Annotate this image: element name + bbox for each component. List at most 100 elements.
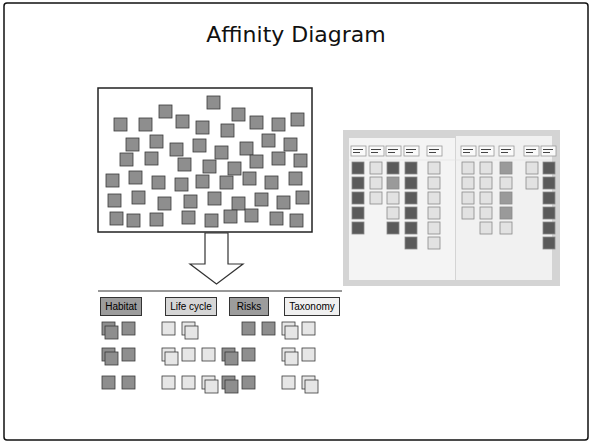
sticky-note: [242, 376, 255, 389]
category-header: Taxonomy: [284, 297, 340, 316]
photo-note: [387, 192, 399, 204]
wall-photo: [343, 130, 560, 286]
scattered-notes: [106, 96, 309, 227]
sticky-note: [294, 154, 307, 167]
sticky-note: [305, 380, 318, 393]
photo-scribble: [543, 149, 553, 150]
sticky-note: [126, 138, 139, 151]
photo-note: [480, 207, 492, 219]
photo-note: [526, 177, 538, 189]
photo-note: [370, 192, 382, 204]
photo-note: [462, 207, 474, 219]
photo-note: [387, 207, 399, 219]
sticky-note: [232, 197, 245, 210]
photo-note: [462, 162, 474, 174]
sticky-note: [122, 322, 135, 335]
sticky-note: [202, 348, 215, 361]
photo-scribble: [353, 152, 360, 153]
photo-scribble: [371, 152, 378, 153]
photo-scribble: [543, 152, 550, 153]
sticky-note: [240, 142, 253, 155]
paper-sheet: [456, 136, 552, 280]
sticky-note: [205, 214, 218, 227]
photo-header-card: [524, 146, 539, 156]
sticky-note: [158, 197, 171, 210]
photo-note: [500, 207, 512, 219]
sticky-note: [165, 352, 178, 365]
sticky-note: [193, 139, 206, 152]
slide-frame: [4, 3, 588, 440]
category-header: Life cycle: [165, 297, 217, 316]
sticky-note: [150, 213, 163, 226]
photo-note: [387, 177, 399, 189]
photo-note: [543, 162, 555, 174]
photo-note: [543, 177, 555, 189]
notes-box: [98, 88, 312, 232]
sticky-note: [105, 326, 118, 339]
paper-rule: [349, 160, 552, 161]
photo-note: [526, 162, 538, 174]
sticky-note: [108, 194, 121, 207]
photo-note: [462, 177, 474, 189]
photo-note: [405, 207, 417, 219]
photo-note: [428, 162, 440, 174]
sticky-note: [175, 178, 188, 191]
photo-note: [462, 192, 474, 204]
photo-header-card: [461, 146, 476, 156]
photo-header-card: [386, 146, 401, 156]
photo-header-card: [541, 146, 556, 156]
sticky-note: [159, 105, 172, 118]
sticky-note: [291, 113, 304, 126]
sticky-note: [122, 376, 135, 389]
sticky-note: [262, 322, 275, 335]
photo-scribble: [429, 152, 436, 153]
photo-note: [480, 222, 492, 234]
photo-note: [405, 237, 417, 249]
photo-note: [387, 222, 399, 234]
sticky-note: [182, 348, 195, 361]
photo-scribble: [501, 152, 508, 153]
photo-note: [500, 177, 512, 189]
photo-header-card: [427, 146, 442, 156]
photo-ground: [343, 130, 560, 286]
photo-note: [500, 162, 512, 174]
sticky-note: [145, 152, 158, 165]
photo-scribble: [429, 149, 439, 150]
sticky-note: [250, 155, 263, 168]
sticky-note: [284, 138, 297, 151]
sticky-note: [203, 160, 216, 173]
photo-note: [543, 222, 555, 234]
sticky-note: [205, 380, 218, 393]
sticky-note: [272, 118, 285, 131]
down-arrow: [190, 233, 243, 284]
category-header: Risks: [229, 297, 269, 316]
photo-note: [405, 177, 417, 189]
sticky-note: [132, 191, 145, 204]
photo-note: [428, 192, 440, 204]
photo-scribble: [388, 149, 398, 150]
sticky-note: [208, 192, 221, 205]
photo-note: [480, 162, 492, 174]
sticky-note: [207, 96, 220, 109]
sticky-note: [176, 115, 189, 128]
header-label: Habitat: [105, 301, 137, 312]
sticky-note: [285, 326, 298, 339]
sticky-note: [150, 135, 163, 148]
sticky-note: [277, 196, 290, 209]
sticky-note: [290, 214, 303, 227]
slide-title: Affinity Diagram: [0, 22, 592, 47]
photo-note: [405, 192, 417, 204]
sticky-note: [122, 348, 135, 361]
sticky-note: [265, 176, 278, 189]
photo-header-card: [351, 146, 366, 156]
sticky-note: [228, 162, 241, 175]
photo-note: [428, 222, 440, 234]
header-label: Risks: [237, 301, 261, 312]
header-label: Life cycle: [170, 301, 212, 312]
sticky-note: [185, 326, 198, 339]
photo-note: [543, 207, 555, 219]
sticky-note: [302, 322, 315, 335]
sticky-note: [220, 176, 233, 189]
photo-scribble: [481, 149, 491, 150]
